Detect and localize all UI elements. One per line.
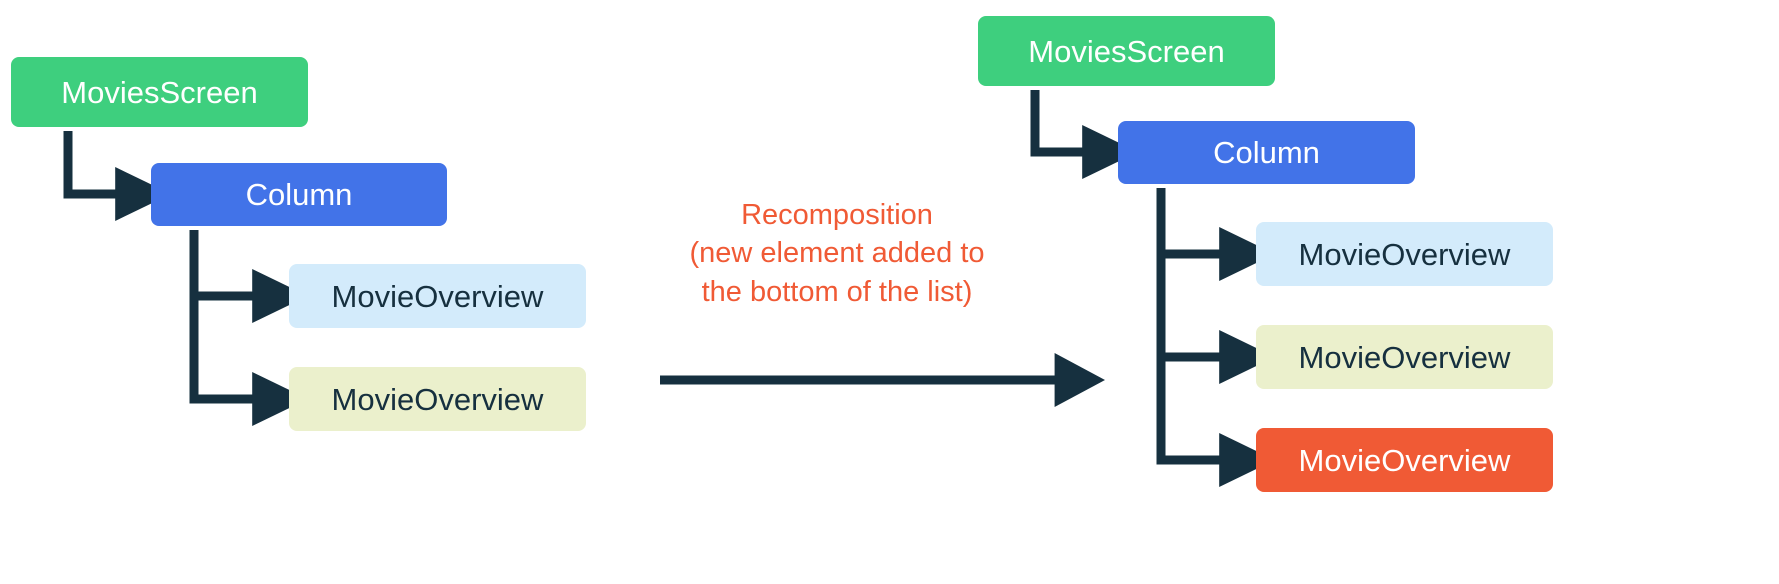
before-node-column-label: Column [245, 177, 353, 212]
after-node-movies-screen[interactable]: MoviesScreen [978, 16, 1275, 86]
transition-line-3: the bottom of the list) [701, 275, 973, 308]
after-node-movie-overview-2-label: MovieOverview [1298, 339, 1511, 375]
before-node-movie-overview-1[interactable]: MovieOverview [289, 264, 586, 328]
after-node-movie-overview-2[interactable]: MovieOverview [1256, 325, 1553, 389]
before-node-movie-overview-2-label: MovieOverview [331, 381, 544, 417]
transition-line-2: (new element added to [689, 237, 985, 270]
before-node-movie-overview-1-label: MovieOverview [331, 278, 544, 314]
after-node-column[interactable]: Column [1118, 121, 1415, 184]
transition-annotation: Recomposition (new element added to the … [627, 196, 1047, 311]
before-node-movies-screen[interactable]: MoviesScreen [11, 57, 308, 127]
after-node-movie-overview-1-label: MovieOverview [1298, 236, 1511, 272]
after-node-movie-overview-1[interactable]: MovieOverview [1256, 222, 1553, 286]
after-node-movies-screen-label: MoviesScreen [1028, 33, 1225, 69]
transition-line-1: Recomposition [741, 199, 933, 231]
before-node-column[interactable]: Column [151, 163, 447, 226]
before-node-movie-overview-2[interactable]: MovieOverview [289, 367, 586, 431]
after-node-movie-overview-3-label: MovieOverview [1298, 442, 1511, 478]
before-node-movies-screen-label: MoviesScreen [61, 74, 258, 110]
after-node-column-label: Column [1213, 135, 1320, 170]
after-node-movie-overview-3-new[interactable]: MovieOverview [1256, 428, 1553, 492]
